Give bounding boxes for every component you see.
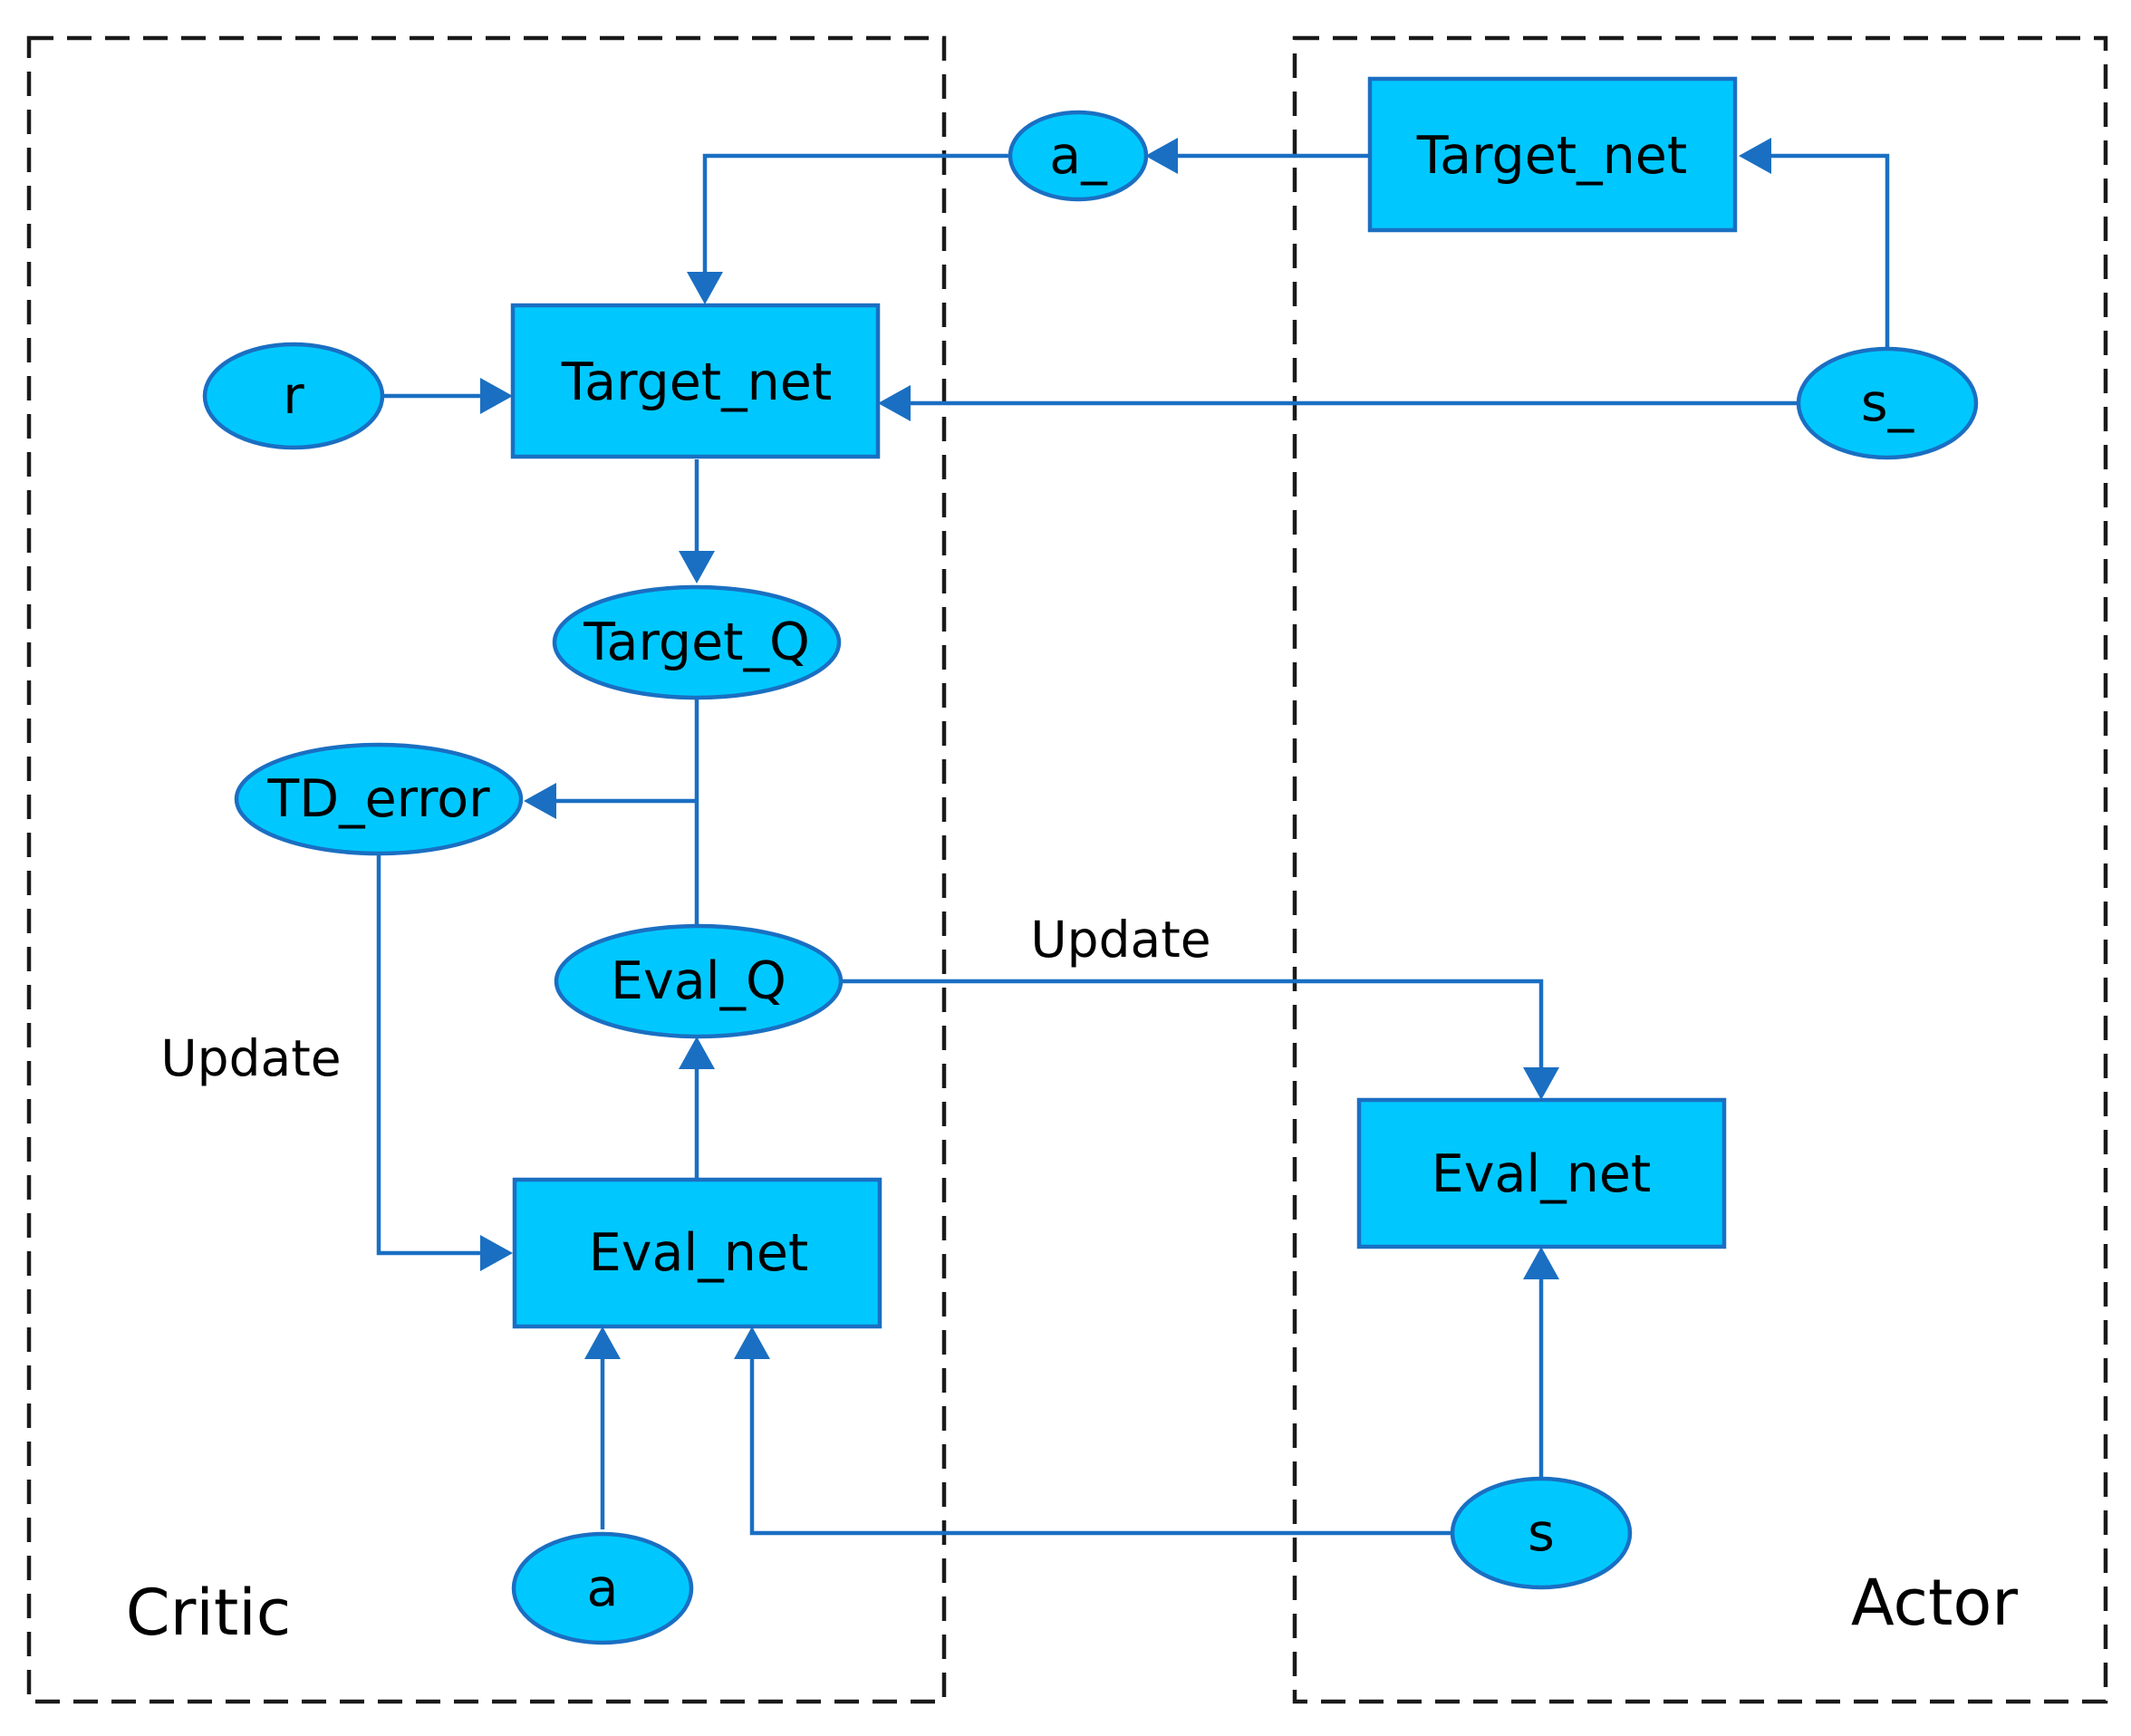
critic-update-label: Update bbox=[160, 1029, 341, 1087]
arrowhead bbox=[1145, 138, 1178, 174]
edge-td-error-to-critic-eval-net bbox=[376, 854, 480, 1256]
arrowhead bbox=[679, 1037, 715, 1069]
target-q-node: Target_Q bbox=[552, 584, 842, 700]
arrowhead bbox=[734, 1326, 770, 1359]
critic-group-label: Critic bbox=[126, 1576, 292, 1650]
edge-eval-q-to-actor-eval-net bbox=[839, 979, 1544, 1067]
eval-q-label: Eval_Q bbox=[611, 951, 786, 1011]
critic-eval-net-label: Eval_net bbox=[589, 1223, 809, 1283]
a-node: a bbox=[511, 1531, 694, 1645]
edge-s-to-critic-eval-net bbox=[749, 1359, 1451, 1536]
arrowhead bbox=[1739, 138, 1771, 174]
actor-update-label: Update bbox=[1030, 911, 1210, 969]
actor-eval-net-label: Eval_net bbox=[1432, 1144, 1652, 1204]
critic-eval-net-node: Eval_net bbox=[512, 1177, 882, 1329]
a-next-node: a_ bbox=[1008, 110, 1149, 202]
target-q-label: Target_Q bbox=[583, 612, 810, 672]
s-label: s bbox=[1528, 1503, 1555, 1563]
actor-target-net-label: Target_net bbox=[1416, 126, 1687, 186]
arrowhead bbox=[878, 385, 911, 421]
critic-group-border bbox=[26, 35, 947, 1704]
edges bbox=[376, 138, 1890, 1536]
r-node: r bbox=[202, 342, 385, 450]
s-node: s bbox=[1450, 1476, 1633, 1590]
s-next-node: s_ bbox=[1796, 346, 1979, 460]
arrowhead bbox=[1523, 1247, 1559, 1279]
td-error-label: TD_error bbox=[266, 769, 490, 829]
arrowhead bbox=[524, 783, 556, 819]
td-error-node: TD_error bbox=[234, 742, 524, 856]
s-next-label: s_ bbox=[1861, 373, 1915, 433]
arrowhead bbox=[584, 1326, 621, 1359]
actor-target-net-node: Target_net bbox=[1367, 76, 1738, 233]
r-label: r bbox=[283, 366, 304, 426]
arrowhead bbox=[480, 378, 513, 414]
arrowhead bbox=[679, 551, 715, 583]
actor-group-label: Actor bbox=[1851, 1566, 2018, 1640]
a-label: a bbox=[587, 1558, 619, 1618]
actor-group-border bbox=[1292, 35, 2108, 1704]
a-next-label: a_ bbox=[1049, 126, 1108, 186]
critic-target-net-label: Target_net bbox=[561, 352, 832, 412]
actor-eval-net-node: Eval_net bbox=[1356, 1097, 1727, 1249]
arrowhead bbox=[687, 272, 723, 304]
edge-s-next-to-actor-target-net bbox=[1771, 153, 1890, 347]
eval-q-node: Eval_Q bbox=[554, 923, 844, 1039]
critic-target-net-node: Target_net bbox=[510, 303, 881, 459]
arrowhead bbox=[480, 1235, 513, 1271]
arrowhead bbox=[1523, 1067, 1559, 1100]
edge-a-next-to-critic-target-net bbox=[702, 153, 1010, 272]
